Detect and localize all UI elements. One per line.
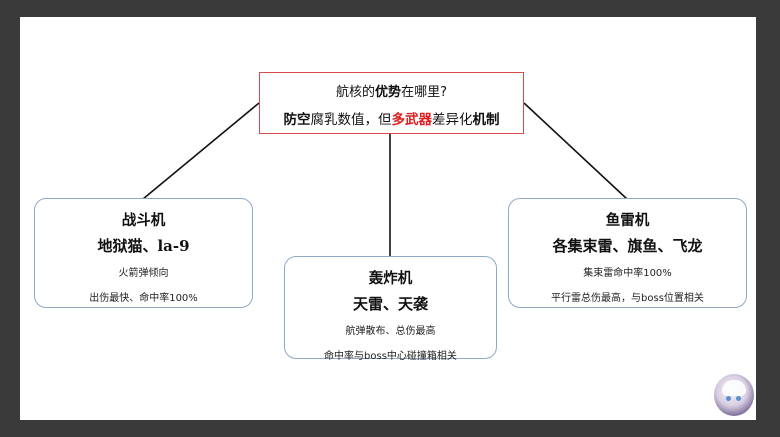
fighter-note-2: 出伤最快、命中率100% <box>89 293 198 304</box>
avatar-hair <box>722 380 746 396</box>
fighter-subtitle: 地狱猫、la-9 <box>97 237 190 255</box>
root-answer: 防空腐乳数值，但多武器差异化机制 <box>283 112 500 128</box>
bomber-subtitle: 天雷、天袭 <box>352 295 428 313</box>
root-question-box: 航核的优势在哪里? 防空腐乳数值，但多武器差异化机制 <box>259 72 524 134</box>
anime-avatar-icon <box>714 374 754 416</box>
fighter-title: 战斗机 <box>121 212 166 229</box>
bomber-box: 轰炸机 天雷、天袭 航弹散布、总伤最高 命中率与boss中心碰撞箱相关 <box>284 256 497 362</box>
torpedo-subtitle: 各集束雷、旗鱼、飞龙 <box>552 237 703 255</box>
fighter-note-1: 火箭弹倾向 <box>118 268 169 279</box>
avatar-eye-right <box>736 396 741 401</box>
root-question: 航核的优势在哪里? <box>336 85 447 100</box>
torpedo-title: 鱼雷机 <box>605 212 650 229</box>
bomber-title: 轰炸机 <box>368 270 413 287</box>
fighter-box: 战斗机 地狱猫、la-9 火箭弹倾向 出伤最快、命中率100% <box>34 198 253 308</box>
torpedo-box: 鱼雷机 各集束雷、旗鱼、飞龙 集束雷命中率100% 平行雷总伤最高，与boss位… <box>508 198 747 308</box>
torpedo-note-1: 集束雷命中率100% <box>583 268 672 279</box>
avatar-eye-left <box>726 396 731 401</box>
torpedo-note-2: 平行雷总伤最高，与boss位置相关 <box>551 293 704 304</box>
bomber-note-1: 航弹散布、总伤最高 <box>345 326 436 337</box>
bomber-note-2: 命中率与boss中心碰撞箱相关 <box>324 351 457 362</box>
